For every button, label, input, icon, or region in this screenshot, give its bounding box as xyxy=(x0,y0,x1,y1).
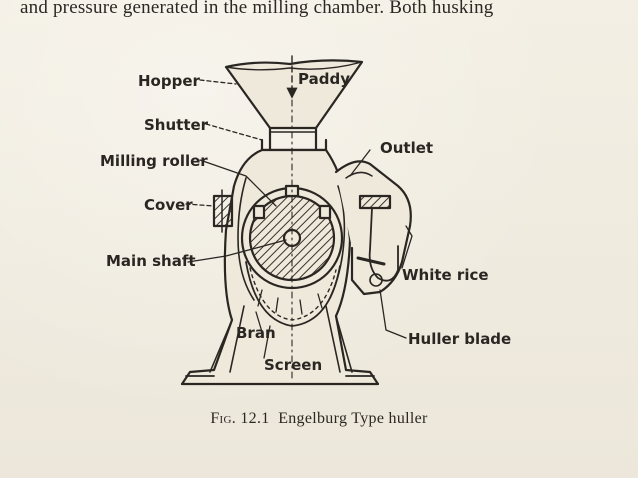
caption-title: Engelburg Type huller xyxy=(278,410,428,427)
label-cover: Cover xyxy=(144,196,193,214)
cover-shape xyxy=(212,194,234,228)
caption-fig-label: Fig. xyxy=(210,410,237,427)
outlet-shape xyxy=(334,160,412,296)
label-hopper: Hopper xyxy=(138,72,201,90)
figure-caption: Fig. 12.1 Engelburg Type huller xyxy=(0,410,638,428)
label-white-rice: White rice xyxy=(402,266,489,284)
label-shutter: Shutter xyxy=(144,116,209,134)
label-outlet: Outlet xyxy=(380,139,433,157)
label-screen: Screen xyxy=(264,356,322,374)
label-paddy: Paddy xyxy=(298,70,350,88)
label-milling-roller: Milling roller xyxy=(100,152,208,170)
label-huller-blade: Huller blade xyxy=(408,330,511,348)
label-main-shaft: Main shaft xyxy=(106,252,196,270)
caption-number: 12.1 xyxy=(240,410,270,427)
huller-blade-shape xyxy=(358,194,392,210)
body-text-line: and pressure generated in the milling ch… xyxy=(20,0,494,18)
label-bran: Bran xyxy=(236,324,276,342)
